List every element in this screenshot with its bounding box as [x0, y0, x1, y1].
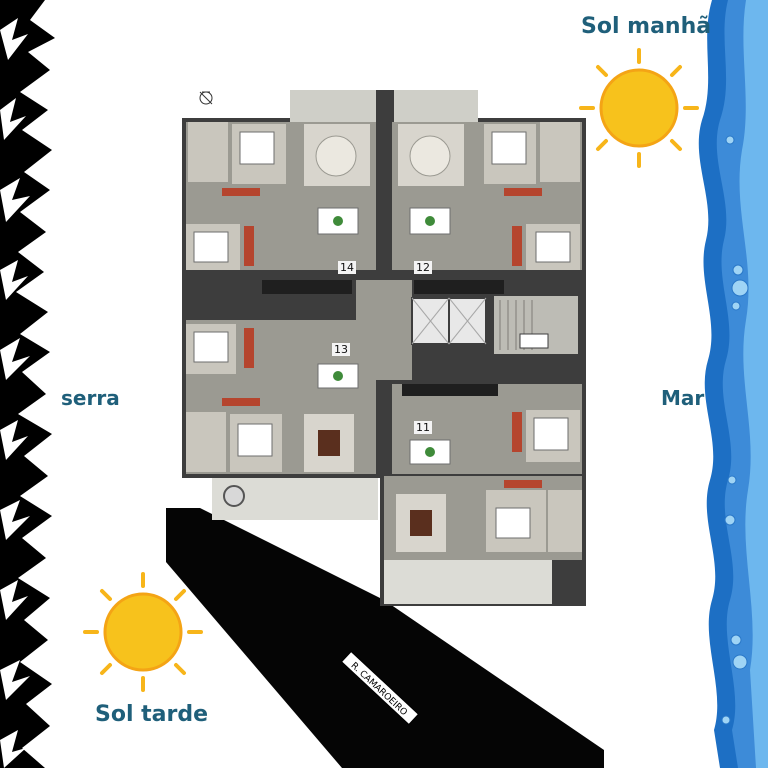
label-mar: Mar	[661, 386, 705, 410]
label-sol-tarde: Sol tarde	[95, 702, 209, 727]
label-sol-manha: Sol manhã	[581, 14, 712, 39]
unit-number-13: 13	[332, 343, 350, 356]
sun-afternoon	[83, 572, 203, 692]
unit-number-11: 11	[414, 421, 432, 434]
sun-morning	[579, 48, 699, 168]
north-compass-icon	[199, 91, 213, 105]
unit-number-12: 12	[414, 261, 432, 274]
unit-number-14: 14	[338, 261, 356, 274]
label-serra: serra	[61, 386, 120, 410]
